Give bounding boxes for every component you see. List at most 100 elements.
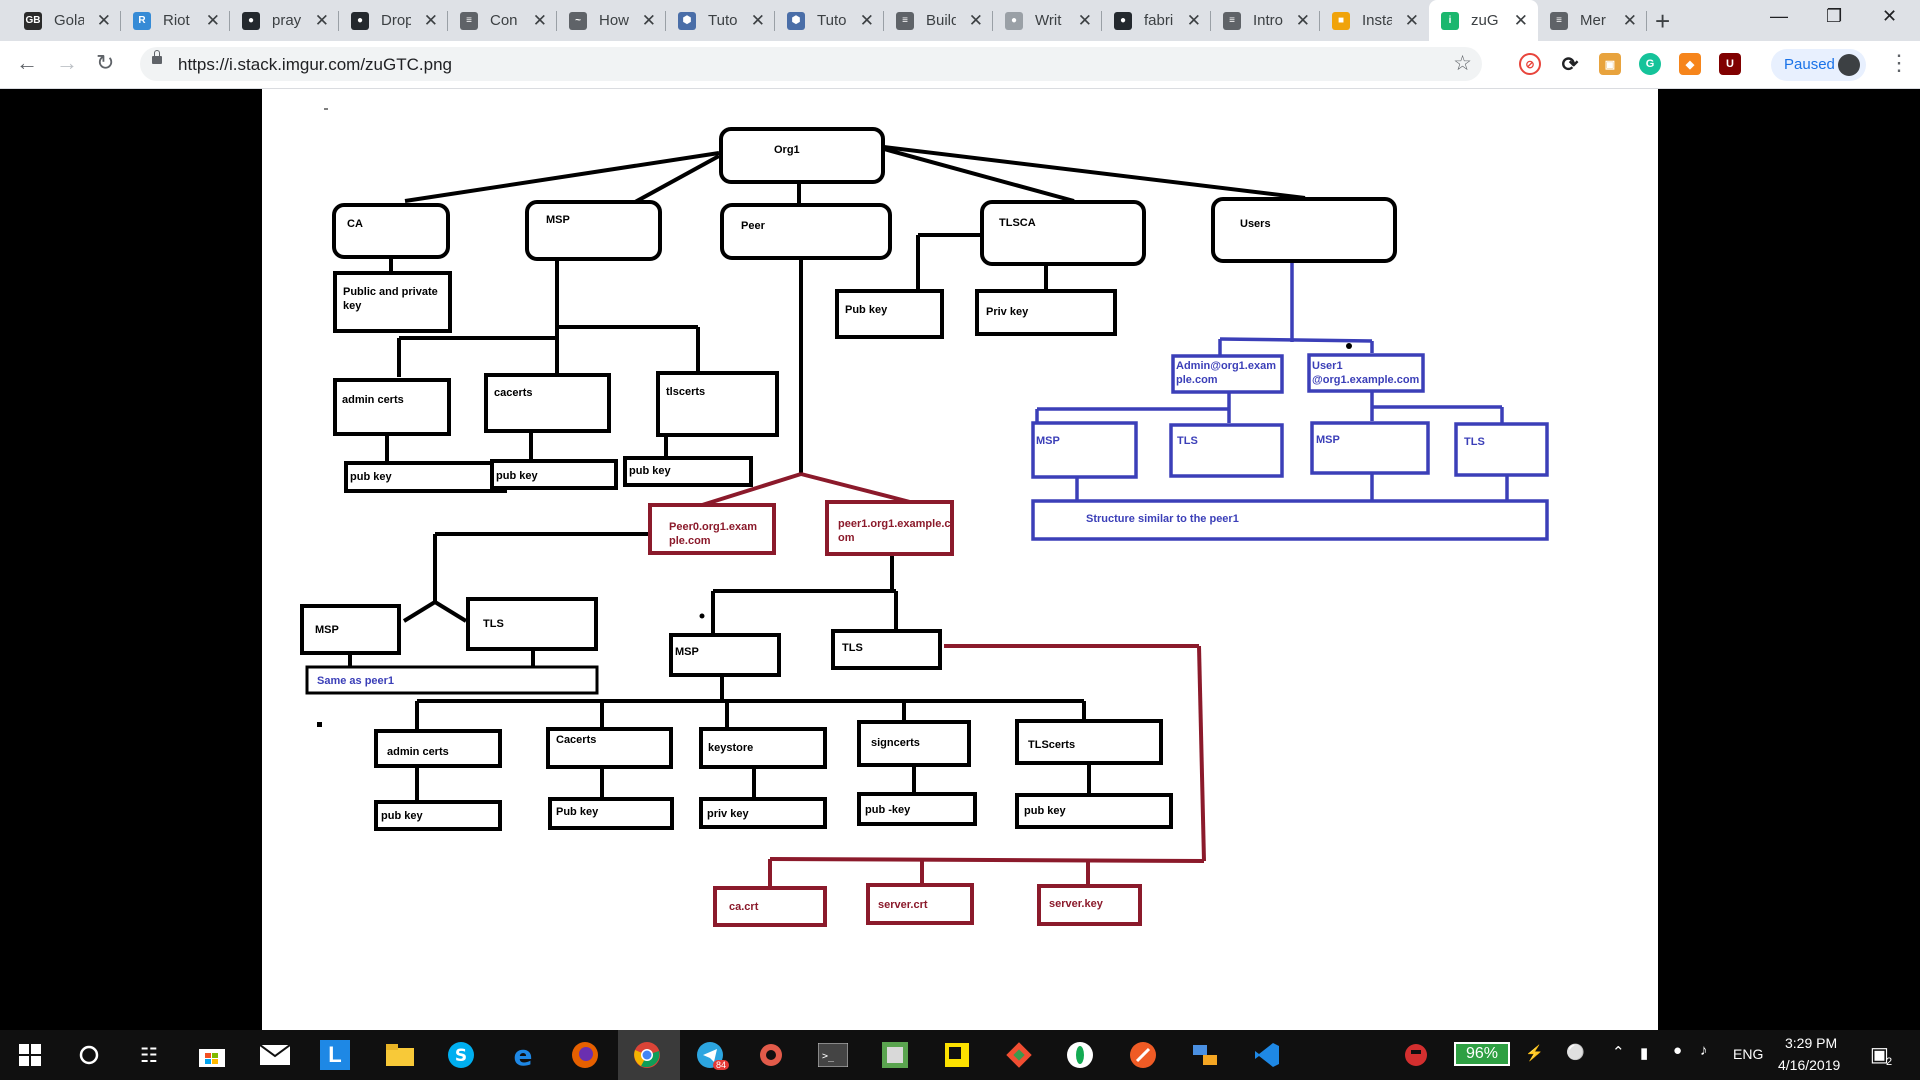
vscode-icon[interactable] [1250,1038,1284,1072]
close-tab-icon[interactable]: ✕ [532,11,547,30]
riot-icon: R [133,11,151,30]
profile-paused-button[interactable]: Paused [1771,49,1866,81]
search-icon[interactable] [72,1038,106,1072]
close-tab-icon[interactable]: ✕ [750,11,765,30]
people-icon[interactable]: ⚪ [1566,1044,1585,1061]
extension-blocker-icon[interactable]: ⊘ [1519,53,1541,75]
extension-sync-icon[interactable]: ⟳ [1559,53,1581,76]
ublock-icon[interactable]: U [1719,53,1741,75]
clock-time[interactable]: 3:29 PM [1785,1035,1838,1051]
node-tlscerts: tlscerts [666,386,706,398]
tab-title: zuG [1471,12,1499,29]
box-icon: ■ [1332,11,1350,30]
grammarly-icon[interactable]: G [1639,53,1661,75]
close-tab-icon[interactable]: ✕ [205,11,220,30]
image-editor-icon[interactable] [878,1038,912,1072]
browser-tab[interactable]: ⬢Tuto✕ [666,0,775,41]
tab-title: Insta [1362,12,1392,29]
node-peer0: Peer0.org1.exam ple.com [669,521,758,547]
tray-chevron-icon[interactable]: ⌃ [1612,1044,1625,1061]
browser-tab[interactable]: ●Drop✕ [339,0,448,41]
snail-app-icon[interactable] [754,1038,788,1072]
clock-date[interactable]: 4/16/2019 [1778,1057,1841,1073]
imgur-icon: i [1441,11,1459,30]
language-indicator[interactable]: ENG [1733,1046,1764,1062]
maximize-button[interactable]: ❐ [1826,6,1843,26]
file-explorer-icon[interactable] [383,1038,417,1072]
wifi-icon[interactable]: ● [1673,1042,1683,1059]
extension-box-icon[interactable]: ▣ [1599,53,1621,75]
chrome-icon[interactable] [630,1038,664,1072]
close-tab-icon[interactable]: ✕ [1295,11,1310,30]
l-app-icon[interactable]: L [320,1040,350,1070]
minimize-button[interactable]: — [1770,6,1788,26]
tab-separator [1319,11,1320,31]
url-text[interactable]: https://i.stack.imgur.com/zuGTC.png [178,55,452,74]
browser-tab[interactable]: ■ Insta ✕ [1320,0,1429,41]
bookmark-star-icon[interactable]: ☆ [1453,52,1472,75]
address-bar[interactable]: https://i.stack.imgur.com/zuGTC.png ☆ [140,47,1482,81]
browser-tab[interactable]: ~How✕ [557,0,666,41]
postman-icon[interactable] [1126,1038,1160,1072]
battery-tray-icon[interactable]: ▮ [1640,1045,1649,1062]
close-tab-icon[interactable]: ✕ [1186,11,1201,30]
browser-tab[interactable]: ≡Con✕ [448,0,557,41]
node-peer1-cacerts-pub-key: Pub key [556,806,599,818]
git-kraken-icon[interactable] [1002,1038,1036,1072]
tab-separator [992,11,993,31]
skype-icon[interactable]: S [444,1038,478,1072]
sticky-notes-icon[interactable] [940,1038,974,1072]
close-tab-icon[interactable]: ✕ [1622,11,1637,30]
browser-tab[interactable]: ●fabri✕ [1102,0,1211,41]
close-window-button[interactable]: ✕ [1882,6,1898,26]
browser-tab[interactable]: ≡Intro✕ [1211,0,1320,41]
close-tab-icon[interactable]: ✕ [1404,11,1419,30]
close-tab-icon[interactable]: ✕ [968,11,983,30]
windows-start-icon[interactable] [13,1038,47,1072]
reload-icon[interactable]: ↻ [96,50,115,75]
docs-icon: ≡ [1223,11,1241,30]
close-tab-icon[interactable]: ✕ [96,11,111,30]
node-user1: User1 @org1.example.com [1312,360,1420,386]
github-icon: ● [1114,11,1132,30]
firefox-icon[interactable] [568,1038,602,1072]
close-tab-icon[interactable]: ✕ [1513,11,1528,30]
tray-app-icon[interactable] [1399,1038,1433,1072]
task-view-icon[interactable]: ☷ [140,1044,158,1067]
browser-tab[interactable]: ≡Mer✕ [1538,0,1647,41]
mail-icon[interactable] [258,1038,292,1072]
new-tab-button[interactable]: + [1655,6,1671,36]
notifications-icon[interactable]: ▣ [1870,1044,1889,1066]
close-tab-icon[interactable]: ✕ [314,11,329,30]
back-icon[interactable]: ← [16,50,38,75]
edge-icon[interactable]: e [506,1038,540,1072]
volume-icon[interactable]: ♪ [1700,1042,1708,1059]
store-icon[interactable] [195,1038,229,1072]
node-peer1-tlscerts-pub-key: pub key [1024,805,1066,817]
metamask-icon[interactable]: ◆ [1679,53,1701,75]
close-tab-icon[interactable]: ✕ [423,11,438,30]
tab-separator [883,11,884,31]
network-app-icon[interactable] [1188,1038,1222,1072]
tab-separator [1101,11,1102,31]
close-tab-icon[interactable]: ✕ [1077,11,1092,30]
lock-icon [152,50,162,64]
node-peer0-msp: MSP [315,624,339,636]
docs-icon: ≡ [460,11,478,30]
forward-icon[interactable]: → [56,50,78,75]
tab-title: Mer [1580,12,1606,29]
terminal-icon[interactable]: >_ [816,1038,850,1072]
battery-indicator[interactable]: 96% [1454,1042,1510,1066]
close-tab-icon[interactable]: ✕ [859,11,874,30]
tab-separator [1646,11,1647,31]
menu-icon[interactable]: ⋮ [1888,50,1910,75]
browser-tab[interactable]: ●pray✕ [230,0,339,41]
mongodb-icon[interactable] [1063,1038,1097,1072]
browser-tab[interactable]: ⬢Tuto✕ [775,0,884,41]
browser-tab[interactable]: ●Writ✕ [993,0,1102,41]
browser-tab[interactable]: ≡Build✕ [884,0,993,41]
close-tab-icon[interactable]: ✕ [641,11,656,30]
